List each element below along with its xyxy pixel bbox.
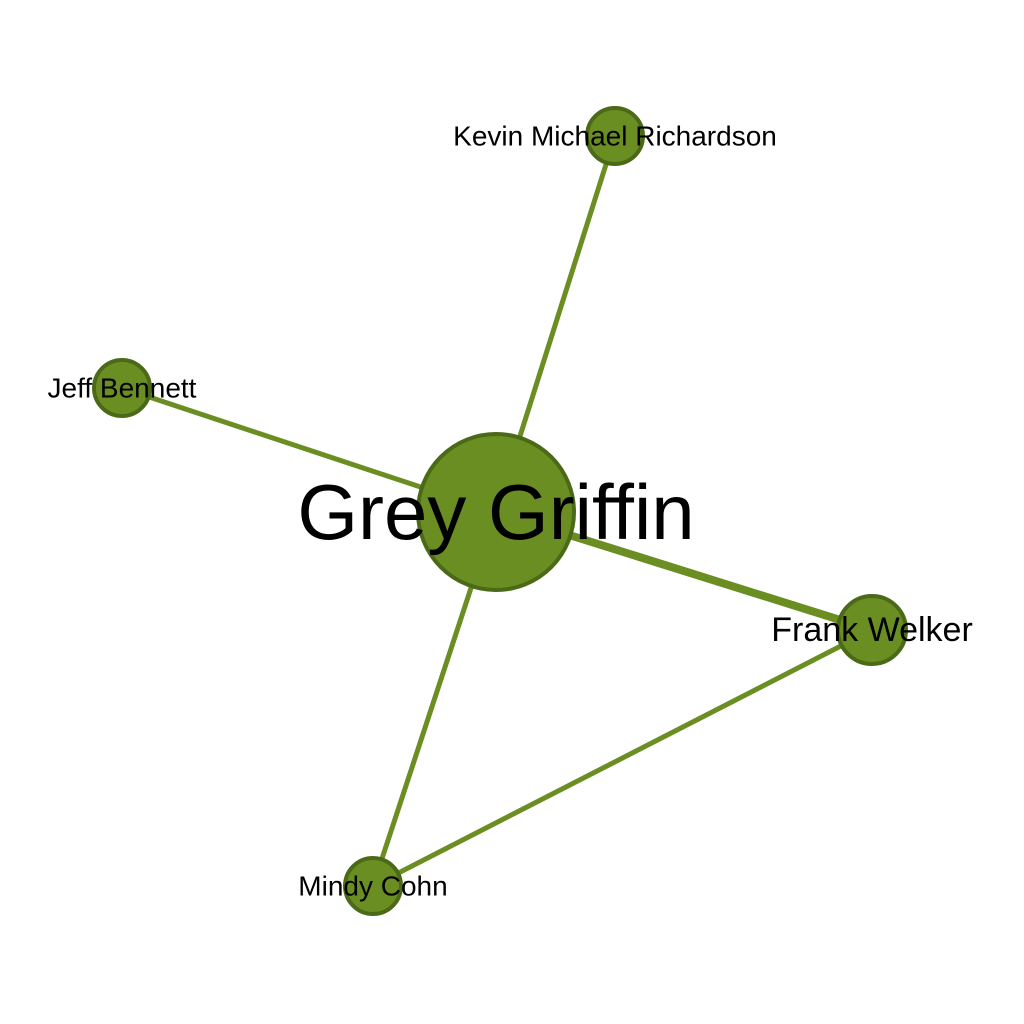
node-label-grey-griffin: Grey Griffin (297, 468, 694, 556)
nodes-layer (92, 106, 908, 916)
node-grey-griffin[interactable] (416, 432, 576, 592)
node-label-jeff-bennett: Jeff Bennett (48, 373, 197, 404)
node-mindy-cohn[interactable] (343, 856, 403, 916)
edge-frank-welker-mindy-cohn (371, 627, 874, 889)
node-kevin-michael-richardson[interactable] (585, 106, 645, 166)
node-label-frank-welker: Frank Welker (771, 611, 973, 649)
node-label-kevin-michael-richardson: Kevin Michael Richardson (453, 121, 777, 152)
node-label-mindy-cohn: Mindy Cohn (298, 871, 447, 902)
node-jeff-bennett[interactable] (92, 358, 152, 418)
labels-layer: Grey Griffin Kevin Michael RichardsonJeff… (48, 121, 973, 902)
node-frank-welker[interactable] (836, 594, 908, 666)
